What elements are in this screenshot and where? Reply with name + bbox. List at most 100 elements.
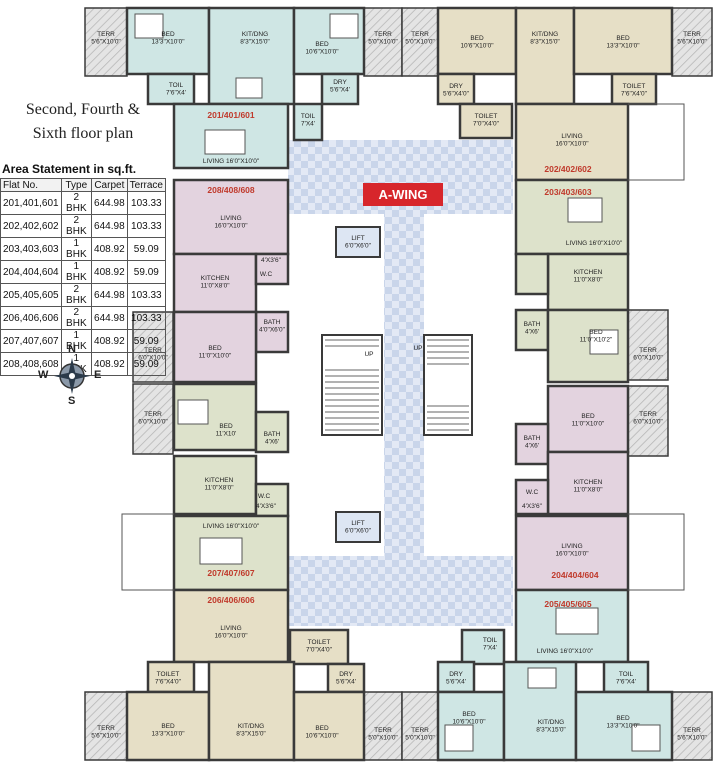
table-header-row: Flat No. Type Carpet Terrace bbox=[0, 178, 167, 192]
table-cell: 59.09 bbox=[126, 352, 167, 376]
room-label-line: LIVING 16'0"X10'0" bbox=[566, 240, 623, 247]
flat-202-kitchen bbox=[514, 6, 576, 106]
flat-205-toil2 bbox=[602, 660, 650, 694]
room-label-line: 6'0"X10'0" bbox=[633, 419, 663, 426]
room-label-line: LIVING bbox=[561, 133, 582, 140]
room-label-line: 16'0"X10'0" bbox=[214, 223, 248, 230]
room-label-line: TERR bbox=[411, 31, 429, 38]
flat-206-toil1 bbox=[288, 628, 350, 666]
plan-title: Second, Fourth & Sixth floor plan bbox=[8, 98, 158, 146]
room-label-line: TERR bbox=[683, 31, 701, 38]
flat-label-207: 207/407/607 bbox=[207, 568, 255, 578]
room-label-line: 5'6"X4' bbox=[330, 87, 350, 94]
room-label-line: BED bbox=[462, 711, 476, 718]
room-label-line: 11'0"X10'0" bbox=[572, 421, 605, 428]
room-label-line: LIFT bbox=[351, 520, 364, 527]
room-label-line: LIVING bbox=[220, 215, 241, 222]
room-label-line: KITCHEN bbox=[574, 269, 603, 276]
flat-206-bed2 bbox=[292, 690, 366, 762]
room-label-line: 5'0"X10'0" bbox=[405, 39, 435, 46]
room-label-wc-204: W.C bbox=[526, 489, 539, 496]
room-label-line: 11'0"X8'0" bbox=[573, 487, 603, 494]
room-label-line: 13'3"X10'0" bbox=[151, 731, 185, 738]
table-cell: 644.98 bbox=[91, 283, 128, 307]
room-label-line: TERR bbox=[411, 727, 429, 734]
plan-title-line2: Sixth floor plan bbox=[32, 125, 134, 142]
room-label-line: LIVING 16'0"X10'0" bbox=[203, 158, 260, 165]
flat-203-bath bbox=[514, 308, 550, 352]
room-label-liv-201: LIVING 16'0"X10'0" bbox=[203, 158, 260, 165]
room-label-line: LIVING 16'0"X10'0" bbox=[537, 648, 594, 655]
room-label-line: 11'0"X8'0" bbox=[573, 277, 603, 284]
room-label-line: 11'0"X10'2" bbox=[580, 337, 613, 344]
room-label-line: 11'0"X10'0" bbox=[199, 353, 232, 360]
room-label-line: 4'X6' bbox=[525, 443, 539, 450]
flat-208-wc bbox=[254, 252, 290, 286]
column-header: Carpet bbox=[91, 178, 128, 192]
table-cell: 2 BHK bbox=[60, 306, 93, 330]
flat-label-203: 203/403/603 bbox=[544, 187, 592, 197]
room-label-line: 7'0"X4'0" bbox=[473, 121, 500, 128]
room-label-line: TOIL bbox=[301, 113, 316, 120]
room-label-line: 7'X4' bbox=[301, 121, 315, 128]
table-cell: 208,408,608 bbox=[0, 352, 62, 376]
table-cell: 644.98 bbox=[91, 306, 128, 330]
room-label-line: 5'6"X4' bbox=[446, 679, 466, 686]
compass-rose-icon bbox=[54, 358, 90, 394]
room-label-line: KITCHEN bbox=[201, 275, 230, 282]
room-label-line: BED bbox=[470, 35, 484, 42]
room-label-line: TOIL bbox=[169, 82, 184, 89]
table-cell: 408.92 bbox=[91, 260, 128, 284]
room-label-line: 5'0"X10'0" bbox=[368, 39, 398, 46]
room-label-line: DRY bbox=[449, 83, 463, 90]
table-cell: 2 BHK bbox=[60, 214, 93, 238]
flat-label-204: 204/404/604 bbox=[551, 570, 599, 580]
room-label-line: 13'3"X10'0" bbox=[606, 43, 640, 50]
flat-203-wc bbox=[514, 252, 550, 296]
room-label-line: BED bbox=[208, 345, 222, 352]
flat-204-wc bbox=[514, 478, 550, 516]
flat-label-202: 202/402/602 bbox=[544, 164, 592, 174]
room-label-line: 7'6"X4' bbox=[616, 679, 636, 686]
flat-207-wc bbox=[254, 482, 290, 518]
room-label-line: TERR bbox=[639, 411, 657, 418]
room-label-line: UP bbox=[413, 345, 422, 352]
room-label-line: 4'X6' bbox=[265, 439, 279, 446]
flat-202-bed2 bbox=[572, 6, 674, 76]
flat-207-bath bbox=[254, 410, 290, 454]
room-label-line: 5'0"X10'0" bbox=[405, 735, 435, 742]
room-label-line: UP bbox=[364, 351, 373, 358]
flat-label-206: 206/406/606 bbox=[207, 595, 255, 605]
flat-202-living bbox=[514, 102, 630, 182]
flat-201-dry bbox=[320, 72, 360, 106]
area-statement-table: Flat No. Type Carpet Terrace 201,401,601… bbox=[0, 178, 167, 376]
table-cell: 103.33 bbox=[126, 191, 167, 215]
compass-north: N bbox=[68, 343, 76, 355]
compass-south: S bbox=[68, 395, 76, 407]
column-header: Type bbox=[60, 178, 93, 192]
room-label-line: 6'0"X10'0" bbox=[633, 355, 663, 362]
room-label-line: 10'6"X10'0" bbox=[452, 719, 486, 726]
room-label-line: BED bbox=[161, 723, 175, 730]
room-label-line: W.C bbox=[260, 271, 273, 278]
